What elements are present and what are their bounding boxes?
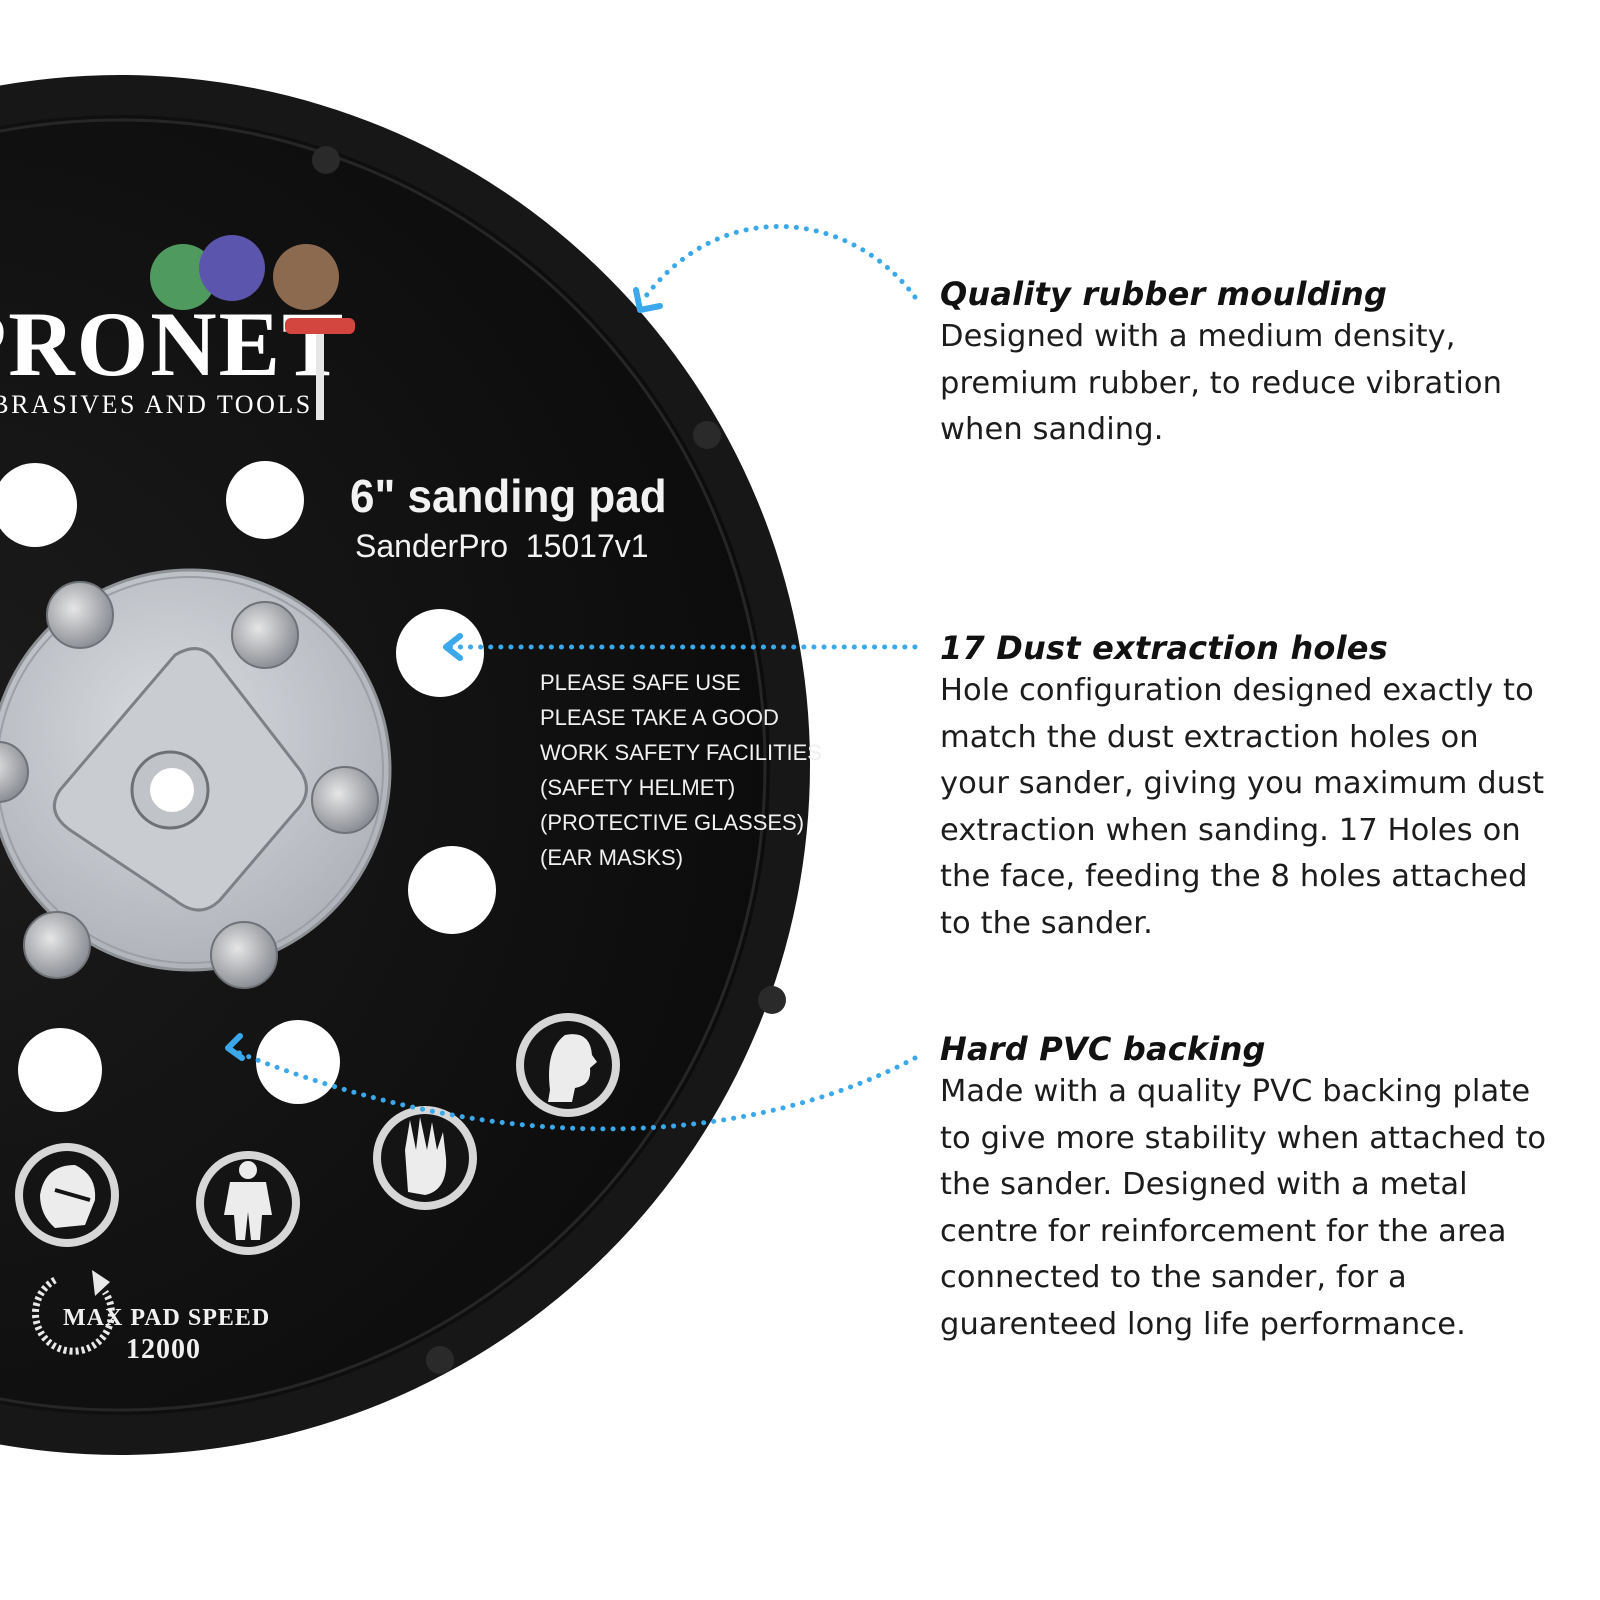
arrow-rubber-moulding [640,224,918,303]
safety-text-block: PLEASE SAFE USE PLEASE TAKE A GOOD WORK … [540,670,822,870]
callout-line: your sander, giving you maximum dust [940,766,1545,801]
callout-title: 17 Dust extraction holes [940,629,1388,667]
callout-rubber-moulding: Quality rubber moulding Designed with a … [940,274,1580,454]
callout-title: Quality rubber moulding [940,275,1388,313]
safety-line: (PROTECTIVE GLASSES) [540,810,804,835]
safety-line: (EAR MASKS) [540,845,683,870]
arrow-heads [225,287,663,1061]
brand-tagline: ABRASIVES AND TOOLS [0,390,313,419]
callout-title: Hard PVC backing [940,1030,1266,1068]
hub-spindle-hole [150,768,194,812]
logo-dots [150,235,339,310]
arrow-pvc-backing [229,1047,918,1132]
logo-t-stem [316,334,324,420]
safety-line: PLEASE SAFE USE [540,670,741,695]
logo-t-bar [285,318,355,334]
rim-notches [312,146,786,1374]
callout-line: extraction when sanding. 17 Holes on [940,812,1521,848]
callout-line: guarenteed long life performance. [940,1306,1466,1342]
coverall-icon [196,1151,300,1255]
callout-description: Designed with a medium density, premium … [940,314,1580,454]
respirator-mask-icon [15,1143,119,1247]
callout-line: Designed with a medium density, [940,319,1456,354]
callout-description: Hole configuration designed exactly to m… [940,668,1580,947]
callout-arrows [229,224,918,1132]
callout-pvc-backing: Hard PVC backing Made with a quality PVC… [940,1029,1580,1348]
callout-line: the face, feeding the 8 holes attached [940,859,1528,894]
head-profile-icon [516,1013,620,1117]
callout-line: premium rubber, to reduce vibration [940,365,1503,401]
callout-line: Hole configuration designed exactly to [940,673,1534,708]
callout-dust-extraction-holes: 17 Dust extraction holes Hole configurat… [940,628,1580,947]
safety-line: (SAFETY HELMET) [540,775,735,800]
callout-line: centre for reinforcement for the area [940,1213,1507,1249]
safety-pictograms [15,1013,620,1255]
callout-line: the sander. Designed with a metal [940,1167,1468,1202]
centre-plate-bolts [0,581,379,989]
max-pad-speed-value: 12000 [126,1334,201,1365]
pad-model: SanderPro 15017v1 [355,528,649,564]
callout-line: to the sander. [940,905,1153,941]
gloves-icon [373,1106,477,1210]
max-pad-speed-label: MAX PAD SPEED [63,1305,270,1331]
dust-extraction-holes [0,461,496,1112]
callout-line: when sanding. [940,412,1164,447]
pad-title: 6" sanding pad [350,470,667,522]
callout-line: to give more stability when attached to [940,1120,1547,1156]
rotation-arrow-icon [31,1270,115,1355]
pad-inner-ring [0,118,767,1412]
callout-description: Made with a quality PVC backing plate to… [940,1069,1580,1348]
safety-line: PLEASE TAKE A GOOD [540,705,779,730]
brand-logo-text: PRONET [0,293,345,395]
callout-line: connected to the sander, for a [940,1260,1407,1295]
callout-line: Made with a quality PVC backing plate [940,1074,1531,1109]
metal-plate-inner-edge [0,576,384,964]
safety-line: WORK SAFETY FACILITIES [540,740,822,765]
callout-line: match the dust extraction holes on [940,719,1479,755]
